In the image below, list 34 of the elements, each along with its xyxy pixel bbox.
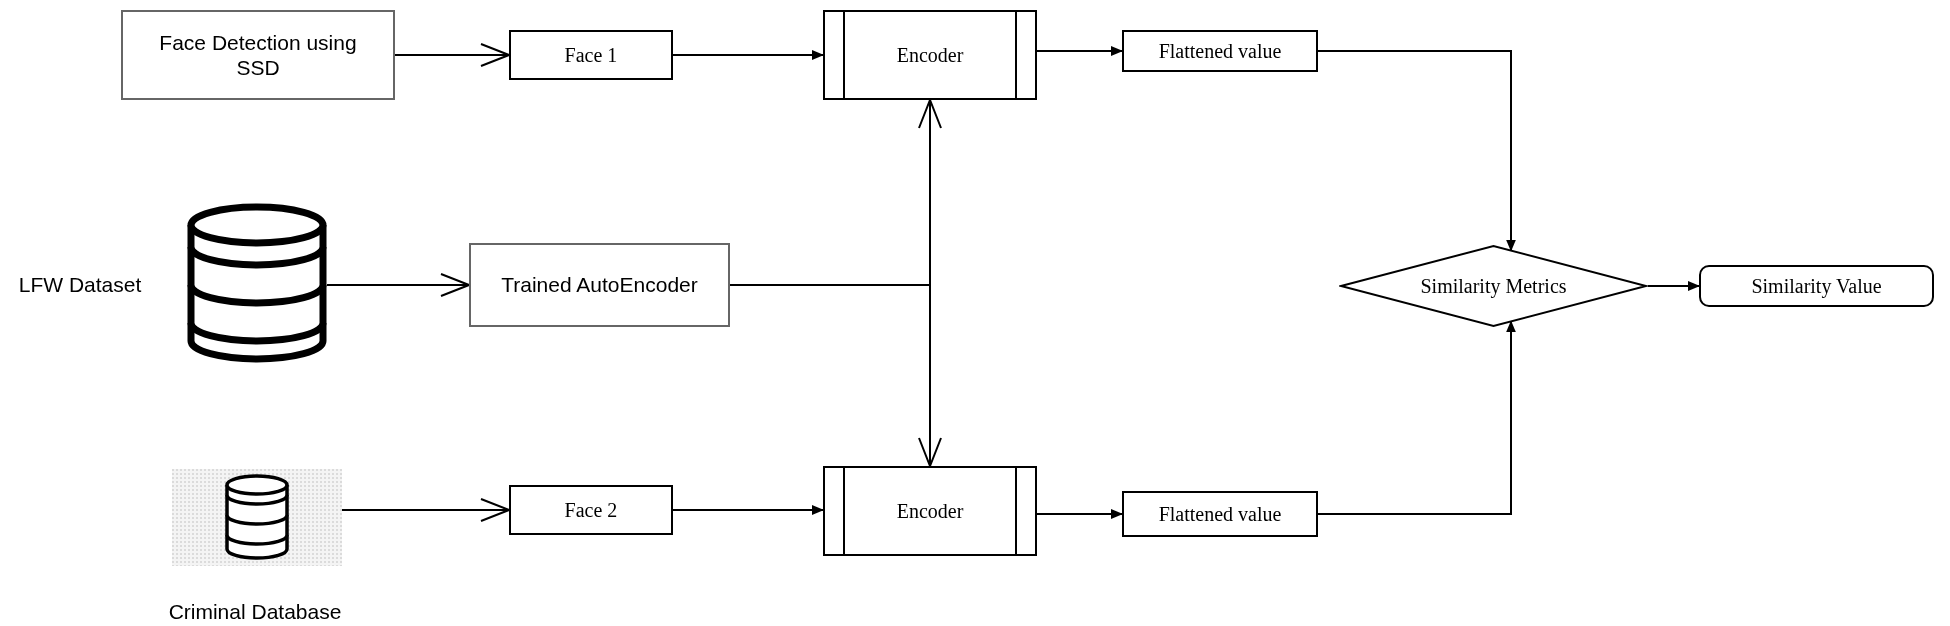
process-box [1122, 30, 1318, 72]
node-label: Similarity Value [1751, 274, 1882, 298]
arrow [1036, 46, 1123, 56]
arrow [1036, 509, 1123, 519]
arrow [672, 50, 824, 60]
encoder-box [823, 466, 1037, 556]
node-label: Flattened value [1158, 39, 1282, 63]
arrow [1317, 320, 1516, 515]
node-label: Face 2 [564, 498, 618, 522]
node-caption: Criminal Database [167, 599, 343, 625]
process-box [1122, 491, 1318, 537]
arrow [394, 43, 510, 67]
node-label: Encoder [896, 43, 964, 67]
arrow [1647, 281, 1700, 291]
node-label: Face 1 [564, 43, 618, 67]
encoder-box [823, 10, 1037, 100]
process-box [121, 10, 395, 100]
database-cylinder [172, 469, 342, 566]
arrow [326, 273, 470, 297]
node-label: Flattened value [1158, 502, 1282, 526]
node-label: Face Detection using SSD [158, 29, 358, 81]
node-label: Similarity Metrics [1420, 274, 1567, 298]
node-caption: LFW Dataset [17, 272, 143, 298]
process-box [509, 485, 673, 535]
arrow [341, 498, 510, 522]
arrow [1317, 50, 1516, 252]
process-box [469, 243, 730, 327]
process-box [509, 30, 673, 80]
arrow [672, 505, 824, 515]
decision-diamond [1339, 244, 1648, 328]
database-cylinder [187, 203, 327, 364]
node-label: Encoder [896, 499, 964, 523]
node-label: Trained AutoEncoder [501, 272, 698, 298]
result-box [1699, 265, 1934, 307]
